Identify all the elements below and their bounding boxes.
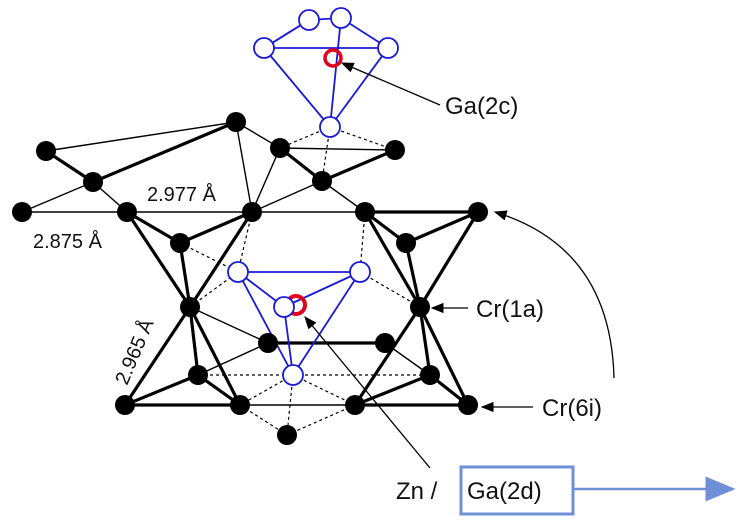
ga2d-highlight-box [459,465,575,516]
cr-atom [355,202,375,222]
label-ga-2c: Ga(2c) [445,93,518,120]
ga2c-atom [323,48,343,68]
cr-atom [270,138,290,158]
middle-layer-bonds [123,210,480,406]
cr-atom [242,202,262,222]
cr-atoms [12,112,488,445]
ga2c-polyhedron-vertex [330,7,352,29]
cr-atom [385,140,405,160]
distance-label-2: 2.875 Å [33,230,103,253]
annotation-arrows [304,62,736,502]
ga2d-polyhedron-vertex [282,364,304,386]
label-ga-2d: Ga(2d) [467,478,542,505]
cr-atom [277,425,297,445]
cr-atom [36,141,56,161]
label-zn-prefix: Zn / [396,478,438,505]
ga2c-polyhedron-vertex [298,9,320,31]
ga2d-polyhedron-vertex [273,296,295,318]
cr-atom [188,365,208,385]
cr-atom [12,202,32,222]
cr-atom [312,171,332,191]
cr-atom [468,202,488,222]
cr-atom [170,233,190,253]
middle-polyhedron [227,261,371,386]
cr-atom [115,395,135,415]
cr-atom [420,365,440,385]
cr-atom [396,233,416,253]
cr-atom [458,395,478,415]
ga2c-polyhedron-vertex [319,116,341,138]
distance-label-3: 2.965 Å [110,315,158,388]
cr-atom [230,395,250,415]
ga2d-polyhedron-vertex [227,261,249,283]
cr-atom [258,333,278,353]
cr-atom [117,202,137,222]
cr-atom [226,112,246,132]
ga2d-polyhedron-vertex [349,261,371,283]
cr-atom [345,395,365,415]
ga2c-polyhedron-vertex [253,37,275,59]
cr-atom [83,172,103,192]
cr-atom [180,297,200,317]
label-cr-6i: Cr(6i) [542,395,602,422]
top-polyhedron [253,7,399,182]
cr-atom [375,333,395,353]
ga2c-polyhedron-vertex [377,37,399,59]
distance-label-1: 2.977 Å [147,183,217,206]
cr-atom [410,297,430,317]
label-cr-1a: Cr(1a) [476,296,544,323]
